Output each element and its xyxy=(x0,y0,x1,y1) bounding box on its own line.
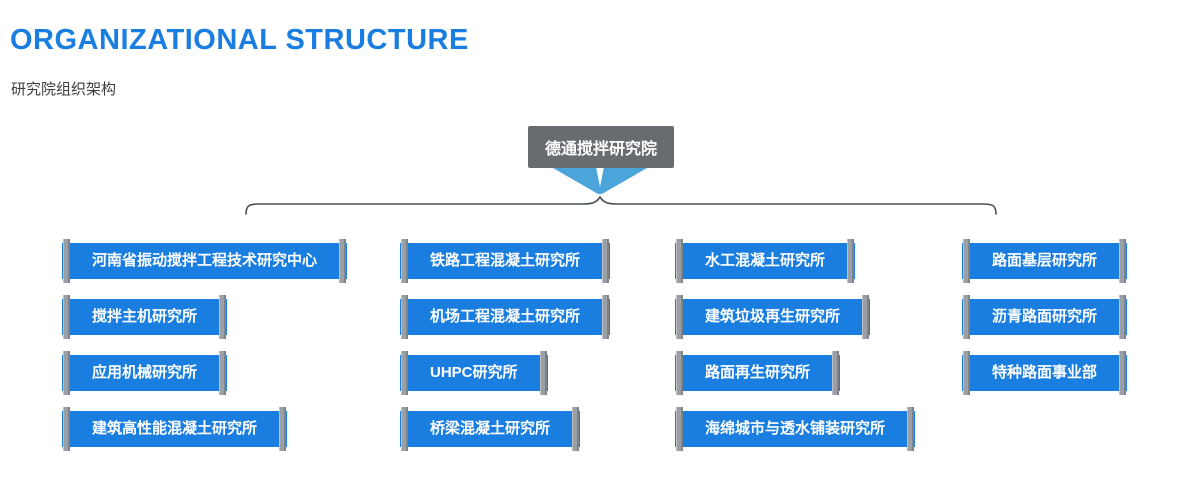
org-unit-banner: 建筑垃圾再生研究所 xyxy=(675,295,871,339)
banner-right-post-icon xyxy=(832,351,840,395)
banner-right-post-icon xyxy=(1119,351,1127,395)
page-title: ORGANIZATIONAL STRUCTURE xyxy=(10,24,469,56)
banner-left-post-icon xyxy=(401,351,408,395)
org-column-4: 路面基层研究所 沥青路面研究所 特种路面事业部 xyxy=(962,239,1128,411)
org-unit-label: UHPC研究所 xyxy=(430,364,518,381)
org-unit-label: 特种路面事业部 xyxy=(992,364,1098,381)
root-node-label: 德通搅拌研究院 xyxy=(544,141,657,158)
org-columns: 河南省振动搅拌工程技术研究中心 搅拌主机研究所 应用机械研究所 建筑高性能混凝土… xyxy=(0,239,1200,491)
org-unit-banner: 路面基层研究所 xyxy=(962,239,1128,283)
org-unit-label: 路面再生研究所 xyxy=(705,364,811,381)
org-unit-banner: 建筑高性能混凝土研究所 xyxy=(62,407,288,451)
banner-left-post-icon xyxy=(963,295,970,339)
banner-right-post-icon xyxy=(907,407,915,451)
org-unit-banner: 铁路工程混凝土研究所 xyxy=(400,239,611,283)
org-unit-banner: 沥青路面研究所 xyxy=(962,295,1128,339)
org-unit-label: 桥梁混凝土研究所 xyxy=(430,420,551,437)
org-column-3: 水工混凝土研究所 建筑垃圾再生研究所 路面再生研究所 海绵城市与透水铺装研究所 xyxy=(675,239,916,467)
banner-left-post-icon xyxy=(676,295,683,339)
banner-right-post-icon xyxy=(219,295,227,339)
org-unit-label: 河南省振动搅拌工程技术研究中心 xyxy=(92,252,318,269)
org-column-2: 铁路工程混凝土研究所 机场工程混凝土研究所 UHPC研究所 桥梁混凝土研究所 xyxy=(400,239,611,467)
org-unit-label: 铁路工程混凝土研究所 xyxy=(430,252,581,269)
banner-right-post-icon xyxy=(1119,295,1127,339)
banner-left-post-icon xyxy=(963,239,970,283)
org-unit-banner: 特种路面事业部 xyxy=(962,351,1128,395)
org-unit-label: 路面基层研究所 xyxy=(992,252,1098,269)
root-connector-funnel xyxy=(553,168,647,194)
org-unit-label: 水工混凝土研究所 xyxy=(705,252,826,269)
org-unit-label: 搅拌主机研究所 xyxy=(92,308,198,325)
org-unit-banner: 机场工程混凝土研究所 xyxy=(400,295,611,339)
banner-left-post-icon xyxy=(676,407,683,451)
org-unit-banner: 河南省振动搅拌工程技术研究中心 xyxy=(62,239,348,283)
brace-connector xyxy=(245,196,997,215)
org-unit-label: 应用机械研究所 xyxy=(92,364,198,381)
org-unit-banner: 水工混凝土研究所 xyxy=(675,239,856,283)
org-unit-banner: 海绵城市与透水铺装研究所 xyxy=(675,407,916,451)
org-unit-banner: 路面再生研究所 xyxy=(675,351,841,395)
banner-right-post-icon xyxy=(339,239,347,283)
org-unit-label: 机场工程混凝土研究所 xyxy=(430,308,581,325)
banner-left-post-icon xyxy=(63,295,70,339)
banner-left-post-icon xyxy=(401,407,408,451)
page-subtitle: 研究院组织架构 xyxy=(11,81,117,98)
banner-left-post-icon xyxy=(63,351,70,395)
banner-left-post-icon xyxy=(963,351,970,395)
banner-left-post-icon xyxy=(63,239,70,283)
banner-right-post-icon xyxy=(219,351,227,395)
org-unit-banner: 搅拌主机研究所 xyxy=(62,295,228,339)
banner-right-post-icon xyxy=(602,239,610,283)
banner-right-post-icon xyxy=(602,295,610,339)
banner-left-post-icon xyxy=(676,239,683,283)
org-unit-label: 沥青路面研究所 xyxy=(992,308,1098,325)
banner-right-post-icon xyxy=(1119,239,1127,283)
org-unit-banner: 桥梁混凝土研究所 xyxy=(400,407,581,451)
banner-right-post-icon xyxy=(572,407,580,451)
banner-left-post-icon xyxy=(401,295,408,339)
banner-right-post-icon xyxy=(862,295,870,339)
banner-left-post-icon xyxy=(401,239,408,283)
org-unit-banner: UHPC研究所 xyxy=(400,351,548,395)
banner-right-post-icon xyxy=(847,239,855,283)
org-unit-label: 建筑垃圾再生研究所 xyxy=(705,308,841,325)
org-unit-label: 海绵城市与透水铺装研究所 xyxy=(705,420,886,437)
org-column-1: 河南省振动搅拌工程技术研究中心 搅拌主机研究所 应用机械研究所 建筑高性能混凝土… xyxy=(62,239,348,467)
root-node: 德通搅拌研究院 xyxy=(528,126,674,168)
banner-left-post-icon xyxy=(676,351,683,395)
org-unit-label: 建筑高性能混凝土研究所 xyxy=(92,420,258,437)
banner-right-post-icon xyxy=(539,351,547,395)
org-unit-banner: 应用机械研究所 xyxy=(62,351,228,395)
banner-right-post-icon xyxy=(279,407,287,451)
banner-left-post-icon xyxy=(63,407,70,451)
